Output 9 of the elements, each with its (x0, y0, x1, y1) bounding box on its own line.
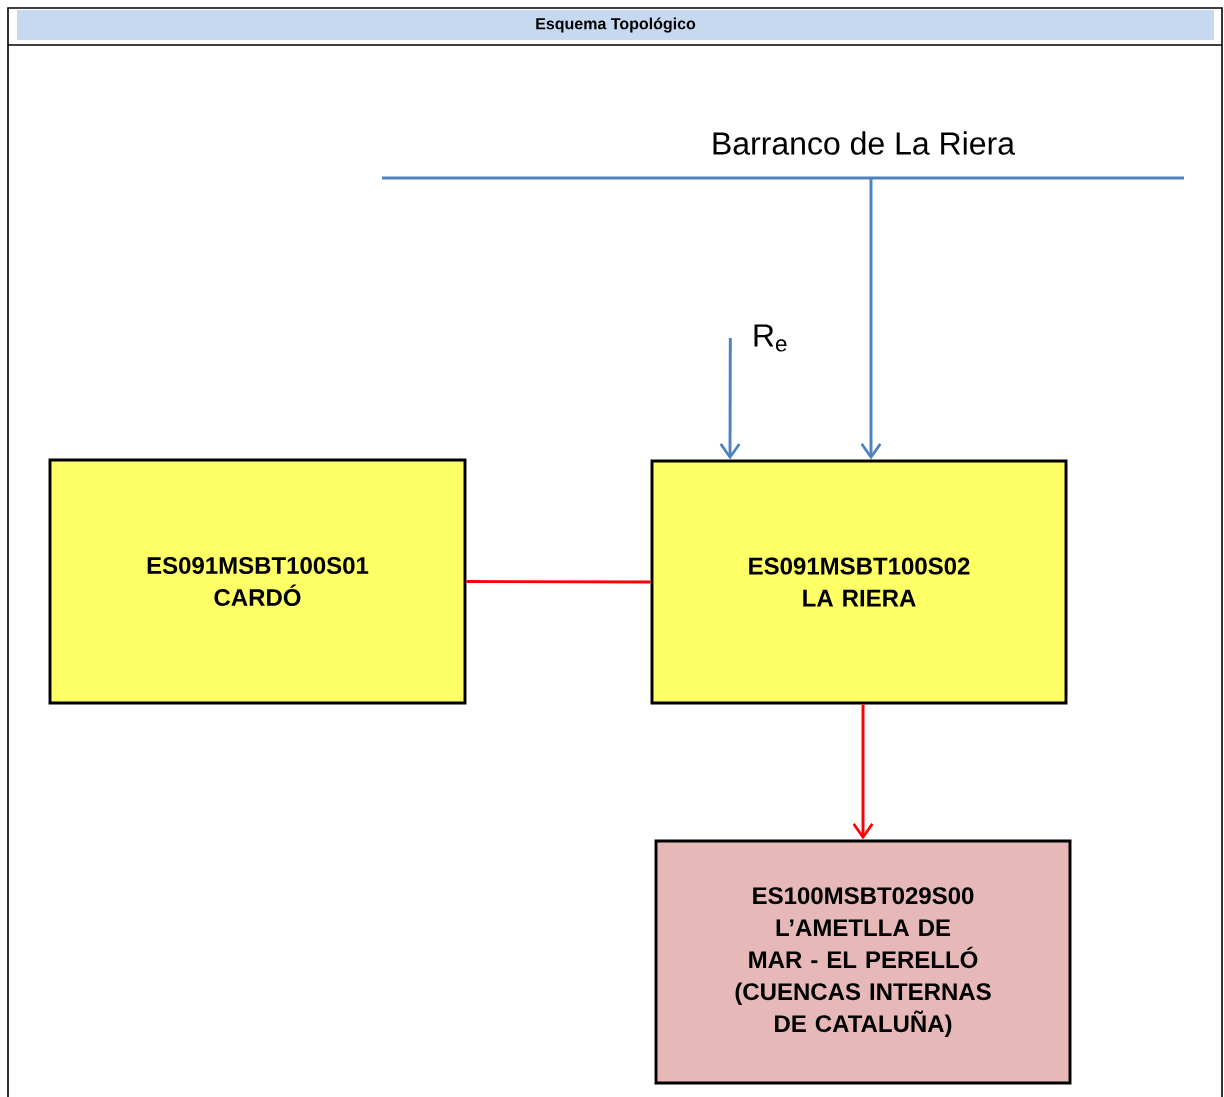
water-body-box: ES100MSBT029S00 L’AMETLLA DE MAR - EL PERELLÓ (CUENCAS INTERNAS DE CATALUÑA) (654, 839, 1072, 1085)
arrow (719, 338, 741, 460)
header-band: Esquema Topológico (17, 10, 1214, 40)
arrow (860, 178, 882, 460)
river-line: Barranco de La Riera (382, 131, 1184, 180)
arrow (852, 704, 874, 840)
node-label: R$_{e}$ (754, 324, 787, 352)
water-body-box: ES091MSBT100S02 LA RIERA (650, 459, 1068, 705)
water-body-box: ES091MSBT100S01 CARDÓ (48, 458, 467, 705)
